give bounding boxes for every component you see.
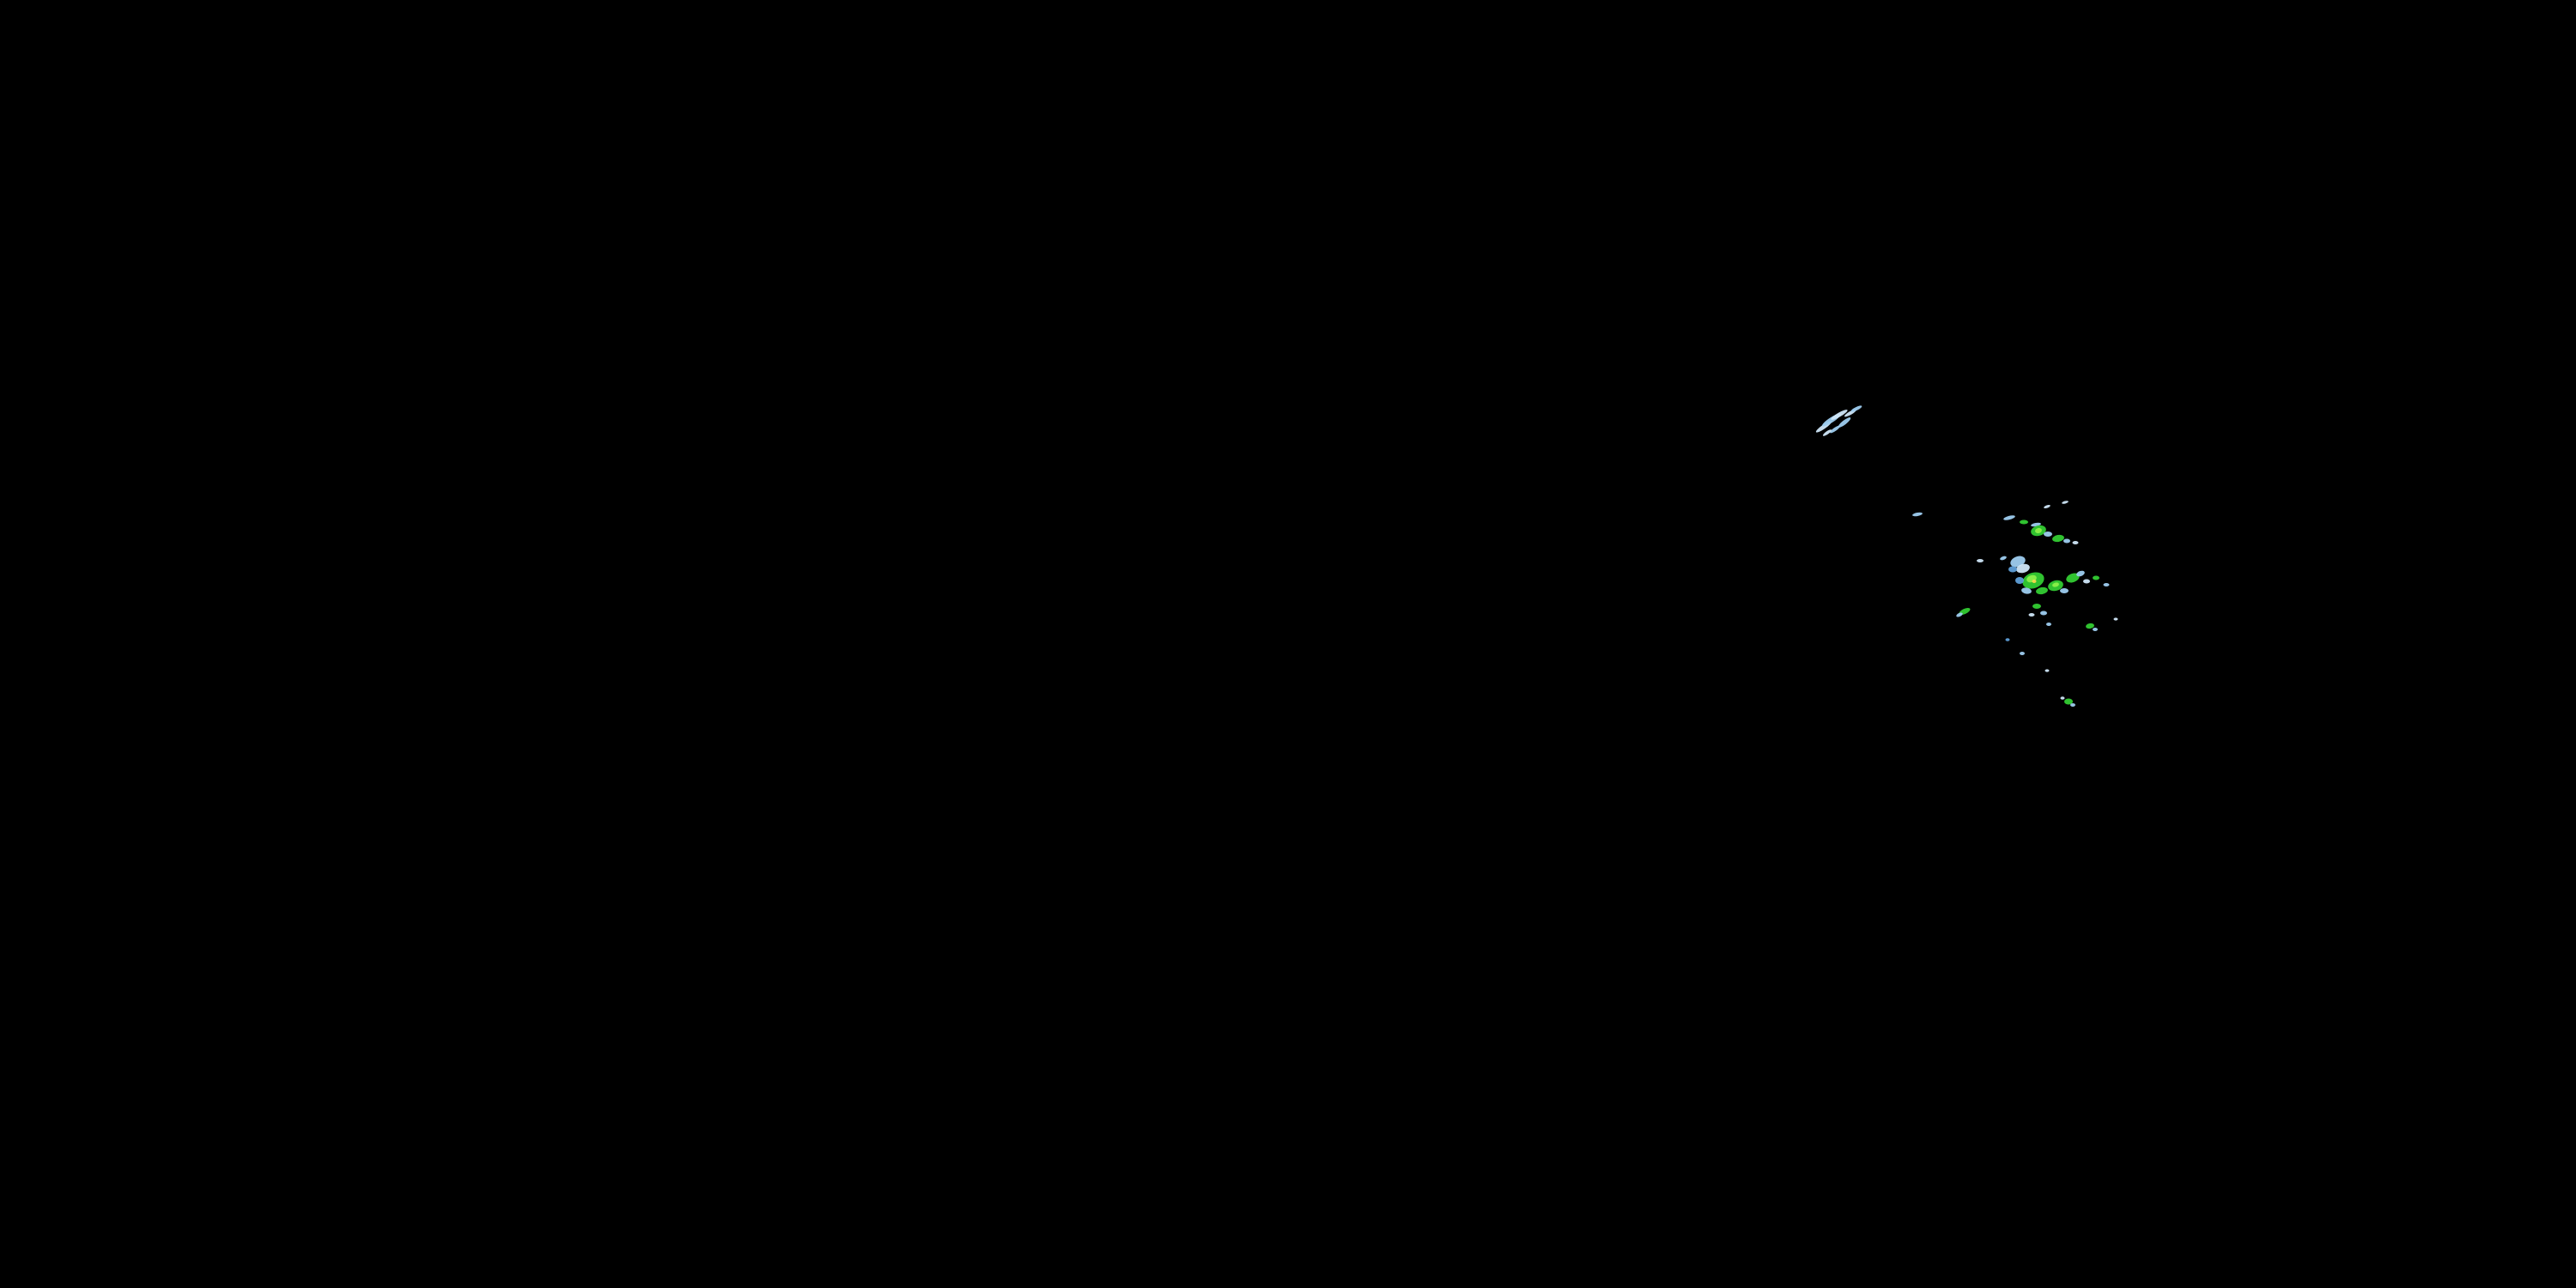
radar-echo-cell (2003, 515, 2015, 520)
radar-echo-cell (2066, 573, 2080, 583)
radar-echo-cell (2046, 623, 2051, 626)
radar-echo-cell (2060, 696, 2065, 700)
radar-echo-cell (2028, 613, 2035, 617)
radar-echo-cell (2093, 575, 2099, 580)
radar-echo-cell (2040, 611, 2047, 616)
radar-echo-cell (1977, 559, 1984, 562)
radar-echo-cell (1850, 405, 1862, 412)
radar-echo-cell (1838, 417, 1851, 428)
radar-echo-cell (2032, 580, 2037, 583)
radar-echo-cell (1831, 410, 1848, 420)
radar-echo-cell (1822, 429, 1832, 436)
radar-echo-cell (2020, 519, 2028, 525)
radar-echo-cell (2083, 579, 2090, 584)
radar-echo-cell (2021, 587, 2032, 594)
radar-echo-cell (2070, 703, 2075, 707)
radar-echo-cell (2076, 570, 2085, 577)
radar-echo-cell (2000, 556, 2007, 561)
radar-echo-cell (1830, 425, 1840, 434)
radar-echo-cell (2035, 527, 2042, 534)
radar-echo-cell (1956, 612, 1963, 617)
radar-echo-cell (2062, 501, 2069, 504)
radar-echo-cell (1912, 512, 1923, 517)
radar-echo-cell (2044, 504, 2050, 509)
radar-echo-cell (2032, 604, 2041, 609)
radar-echo-cell (2010, 556, 2026, 568)
radar-echo-cell (2086, 623, 2094, 629)
radar-echo-cell (2044, 532, 2052, 537)
radar-echo-cell (2008, 566, 2017, 573)
radar-echo-cell (2113, 617, 2118, 621)
radar-echo-cell (2064, 698, 2073, 705)
radar-echo-cell (2005, 638, 2010, 641)
radar-echo-cell (2020, 652, 2025, 655)
radar-echo-cell (2044, 669, 2050, 672)
radar-echo-cell (2103, 583, 2110, 586)
radar-echo-cell (2015, 577, 2024, 584)
radar-echo-cell (2060, 588, 2069, 593)
radar-echo-cell (2036, 586, 2048, 595)
radar-echo-cell (2072, 541, 2079, 544)
radar-echo-cell (2016, 563, 2030, 574)
radar-echo-cell (2063, 538, 2070, 544)
radar-echo-cell (2052, 582, 2059, 587)
radar-echo-cell (2052, 534, 2064, 543)
radar-echo-cell (2093, 628, 2098, 631)
